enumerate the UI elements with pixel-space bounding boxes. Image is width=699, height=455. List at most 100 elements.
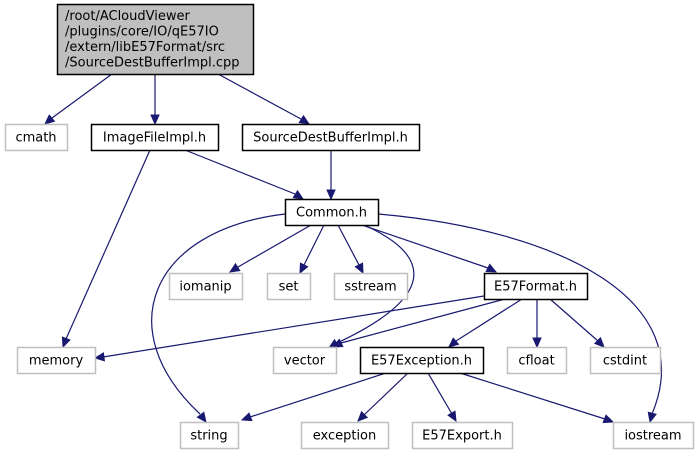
node-label: /extern/libE57Format/src <box>65 40 225 55</box>
edge-line <box>427 372 453 415</box>
arrowhead-icon <box>292 189 305 200</box>
node-box <box>589 346 662 375</box>
node-box <box>272 346 338 375</box>
node-imagefileimpl[interactable]: ImageFileImpl.h <box>90 123 220 152</box>
edge-line <box>337 224 360 266</box>
edge-root-to-cmath <box>44 73 113 125</box>
node-box <box>359 346 485 375</box>
node-label: sstream <box>344 279 396 294</box>
edge-e57exception-to-exception <box>357 372 409 422</box>
node-label: SourceDestBufferImpl.h <box>253 130 408 145</box>
arrowhead-icon <box>331 338 344 348</box>
edge-e57exception-to-string <box>240 372 387 422</box>
node-label: exception <box>313 428 377 443</box>
node-label: string <box>190 428 227 443</box>
edge-line <box>549 298 599 342</box>
node-label: /plugins/core/IO/qE57IO <box>65 25 219 40</box>
arrowhead-icon <box>593 336 605 348</box>
edge-root-to-sourcedestbufferimpl_h <box>217 73 311 125</box>
node-label: memory <box>29 353 84 368</box>
edge-imagefileimpl-to-memory <box>61 149 151 349</box>
edge-imagefileimpl-to-common <box>184 149 305 200</box>
node-string: string <box>179 421 240 450</box>
edge-common-to-sstream <box>337 224 364 275</box>
node-box <box>284 198 380 227</box>
arrowhead-icon <box>602 414 615 424</box>
edge-common-to-set <box>299 224 325 275</box>
node-box <box>411 421 514 450</box>
node-cstdint: cstdint <box>589 346 662 375</box>
edge-root-to-imagefileimpl <box>150 74 160 126</box>
node-e57exception[interactable]: E57Exception.h <box>359 346 485 375</box>
node-common[interactable]: Common.h <box>284 198 380 227</box>
edge-line <box>340 298 506 344</box>
edge-e57format-to-e57exception <box>448 298 523 348</box>
arrowhead-icon <box>357 410 369 422</box>
node-label: cmath <box>15 130 56 145</box>
node-box <box>300 421 390 450</box>
node-iostream: iostream <box>612 421 695 450</box>
arrowhead-icon <box>240 412 253 422</box>
edge-line <box>184 149 296 195</box>
node-sstream: sstream <box>333 272 409 301</box>
edge-line <box>377 213 663 415</box>
node-label: /SourceDestBufferImpl.cpp <box>65 56 240 71</box>
node-iomanip: iomanip <box>168 272 244 301</box>
arrowhead-icon <box>447 410 457 423</box>
edge-line <box>237 224 312 268</box>
node-box <box>179 421 240 450</box>
edge-line <box>249 372 387 418</box>
node-label: iomanip <box>179 279 231 294</box>
edge-common-to-string <box>151 213 286 423</box>
node-label: cfloat <box>518 353 554 368</box>
node-box <box>4 123 69 152</box>
edge-line <box>51 73 113 119</box>
edge-sourcedestbufferimpl_h-to-common <box>326 150 336 201</box>
edge-e57format-to-memory <box>93 295 485 362</box>
edge-common-to-iostream <box>377 213 663 424</box>
arrowhead-icon <box>354 262 364 275</box>
arrowhead-icon <box>196 411 207 423</box>
arrowhead-icon <box>647 411 657 424</box>
arrowhead-icon <box>485 263 498 273</box>
node-cfloat: cfloat <box>506 346 568 375</box>
arrowhead-icon <box>61 336 71 349</box>
nodes-layer: /root/ACloudViewer/plugins/core/IO/qE57I… <box>4 3 695 450</box>
node-box <box>612 421 695 450</box>
node-label: Common.h <box>296 205 367 220</box>
arrowhead-icon <box>298 114 311 125</box>
arrowhead-icon <box>299 262 309 275</box>
node-label: E57Export.h <box>422 428 502 443</box>
edge-e57format-to-vector <box>331 298 506 348</box>
node-label: cstdint <box>603 353 647 368</box>
edge-line <box>363 372 409 416</box>
edge-line <box>459 372 606 420</box>
node-label: set <box>279 279 299 294</box>
node-e57format[interactable]: E57Format.h <box>483 272 589 301</box>
node-sourcedestbufferimpl_h[interactable]: SourceDestBufferImpl.h <box>241 123 421 152</box>
edge-line <box>151 213 286 415</box>
node-label: iostream <box>624 428 681 443</box>
node-box <box>16 346 97 375</box>
node-exception: exception <box>300 421 390 450</box>
node-box <box>241 123 421 152</box>
edge-e57exception-to-iostream <box>459 372 615 424</box>
arrowhead-icon <box>93 352 106 362</box>
node-cmath: cmath <box>4 123 69 152</box>
arrowhead-icon <box>150 114 160 126</box>
node-label: E57Format.h <box>494 279 577 294</box>
node-box <box>483 272 589 301</box>
node-label: /root/ACloudViewer <box>65 9 190 24</box>
arrowhead-icon <box>326 189 336 201</box>
arrowhead-icon <box>448 337 460 348</box>
node-label: E57Exception.h <box>371 353 472 368</box>
node-memory: memory <box>16 346 97 375</box>
node-e57export: E57Export.h <box>411 421 514 450</box>
arrowhead-icon <box>532 337 542 349</box>
edge-line <box>361 224 489 269</box>
node-root[interactable]: /root/ACloudViewer/plugins/core/IO/qE57I… <box>56 3 255 76</box>
node-vector: vector <box>272 346 338 375</box>
edge-line <box>455 298 523 342</box>
edge-e57exception-to-e57export <box>427 372 457 423</box>
